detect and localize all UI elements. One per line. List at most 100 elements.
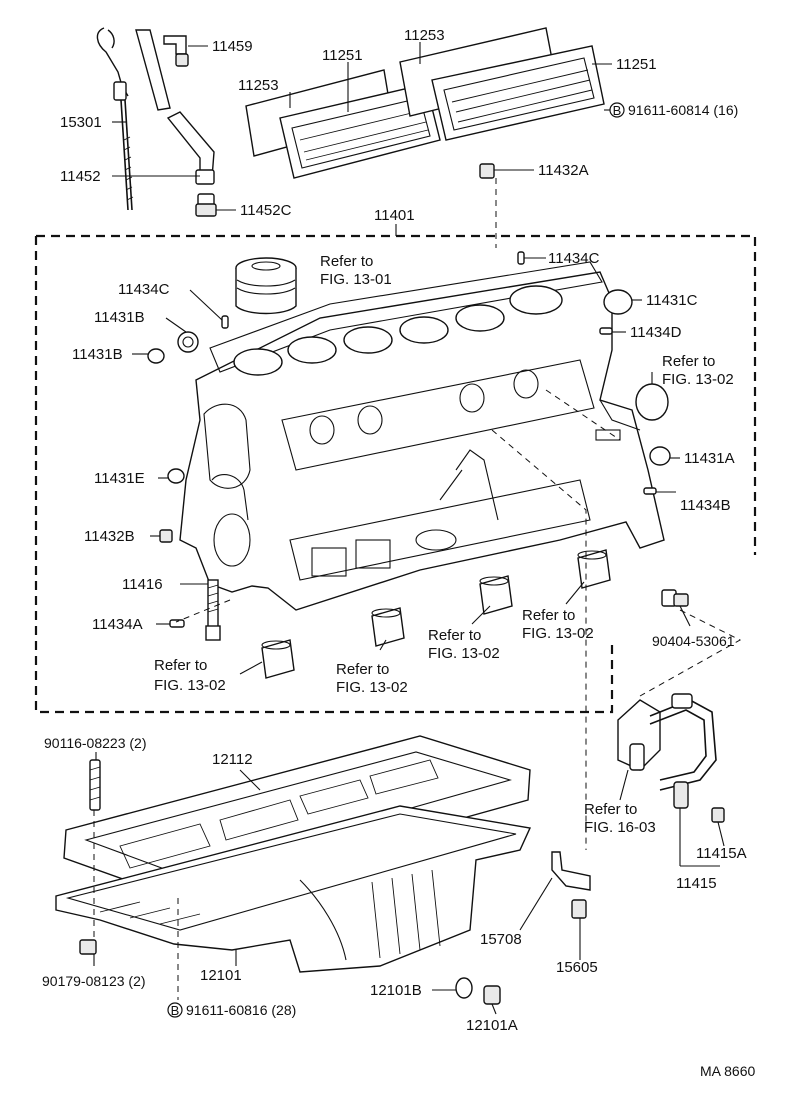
refer-fig-13-02-a: Refer to FIG. 13-02 (154, 657, 226, 694)
label-11432b: 11432B (84, 528, 135, 545)
label-11431b-2: 11431B (72, 346, 123, 363)
bolt-11415a (711, 807, 725, 823)
gasket-12101b (455, 977, 473, 999)
label-11431c: 11431C (646, 292, 698, 309)
circle-b-marker-2: B (167, 1002, 183, 1018)
svg-text:B: B (171, 1003, 180, 1018)
label-11253-top: 11253 (404, 27, 445, 44)
plug-11431a (649, 446, 671, 466)
stud-11416 (205, 579, 221, 641)
svg-text:FIG. 13-01: FIG. 13-01 (320, 271, 392, 288)
oil-pan-gasket-12112 (63, 735, 531, 899)
svg-text:Refer to: Refer to (584, 801, 637, 818)
label-11431e: 11431E (94, 470, 145, 487)
label-11434c-right: 11434C (548, 250, 600, 267)
svg-text:Refer to: Refer to (336, 661, 389, 678)
label-12101: 12101 (200, 967, 242, 984)
circle-b-marker-1: B (609, 102, 625, 118)
leader-dash-7 (175, 599, 231, 623)
bearing-ref-2 (371, 607, 405, 647)
plug-11431b-1 (177, 331, 199, 353)
svg-text:FIG. 13-02: FIG. 13-02 (336, 679, 408, 696)
cover-11251-right (431, 45, 605, 141)
refer-fig-13-02-c: Refer to FIG. 13-02 (428, 627, 500, 662)
block-group-boundary (34, 234, 757, 714)
svg-text:FIG. 13-02: FIG. 13-02 (522, 625, 594, 642)
label-12101b: 12101B (370, 982, 422, 999)
label-11416: 11416 (122, 576, 163, 593)
dipstick-15301 (96, 27, 134, 211)
bearing-ref-1 (261, 639, 295, 679)
label-11452c: 11452C (240, 202, 292, 219)
label-11415: 11415 (676, 875, 717, 892)
label-11434c-left: 11434C (118, 281, 170, 298)
svg-text:FIG. 16-03: FIG. 16-03 (584, 819, 656, 836)
strainer-15708 (551, 851, 591, 891)
label-15605: 15605 (556, 959, 598, 976)
label-12101a: 12101A (466, 1017, 518, 1034)
svg-text:FIG. 13-02: FIG. 13-02 (662, 371, 734, 388)
label-15301: 15301 (60, 114, 102, 131)
clip-11459 (163, 35, 189, 67)
refer-fig-16-03: Refer to FIG. 16-03 (584, 801, 656, 836)
plug-11431b-2 (147, 348, 165, 364)
label-11434a: 11434A (92, 616, 143, 633)
svg-text:Refer to: Refer to (428, 627, 481, 644)
label-11432a: 11432A (538, 162, 589, 179)
leader-dash-4 (491, 429, 587, 850)
label-15708: 15708 (480, 931, 522, 948)
svg-text:Refer to: Refer to (320, 253, 373, 270)
leader-dash-5 (639, 609, 742, 697)
leader-dash-6 (545, 389, 621, 441)
label-91611-60814: 91611-60814 (16) (628, 102, 738, 118)
label-11253-left: 11253 (238, 77, 279, 94)
label-11431a: 11431A (684, 450, 735, 467)
label-11415a: 11415A (696, 845, 747, 862)
refer-fig-13-01: Refer to FIG. 13-01 (320, 253, 392, 288)
label-11251-left: 11251 (322, 47, 363, 64)
label-90404-53061: 90404-53061 (652, 633, 735, 649)
svg-text:Refer to: Refer to (154, 657, 207, 674)
svg-text:Refer to: Refer to (522, 607, 575, 624)
cylinder-block-11401 (179, 261, 665, 611)
nut-90179 (79, 939, 97, 955)
refer-fig-13-02-right: Refer to FIG. 13-02 (662, 353, 734, 388)
piston (235, 257, 297, 315)
bolt-11415 (673, 781, 689, 809)
bearing-ref-3 (479, 575, 513, 615)
svg-text:Refer to: Refer to (662, 353, 715, 370)
label-11452: 11452 (60, 168, 101, 185)
cover-11251-left (279, 83, 441, 179)
dipstick-guide-11452 (135, 29, 215, 185)
label-11401: 11401 (374, 207, 415, 224)
label-11434b: 11434B (680, 497, 731, 514)
pin-11434d (599, 327, 613, 335)
label-12112: 12112 (212, 751, 253, 768)
union-bolt-90404 (661, 589, 689, 607)
leaders (93, 42, 725, 1015)
pin-11434c-right (517, 251, 525, 265)
label-11434d: 11434D (630, 324, 682, 341)
stud-90116 (89, 759, 101, 811)
oil-pan-12101 (55, 805, 532, 973)
plug-ref-13-02 (635, 383, 669, 421)
svg-text:B: B (613, 103, 622, 118)
label-90179-08123: 90179-08123 (2) (42, 973, 146, 989)
oil-pipe-ref-16-03 (617, 693, 717, 791)
pin-11434a (169, 619, 185, 628)
svg-text:FIG. 13-02: FIG. 13-02 (154, 677, 226, 694)
refer-fig-13-02-b: Refer to FIG. 13-02 (336, 661, 408, 696)
union-11452c (195, 193, 217, 217)
label-11431b-1: 11431B (94, 309, 145, 326)
plug-11431c (603, 289, 633, 315)
plug-11431e (167, 468, 185, 484)
bearing-ref-4 (577, 549, 611, 589)
refer-fig-13-02-d: Refer to FIG. 13-02 (522, 607, 594, 642)
plug-15605 (571, 899, 587, 919)
label-91611-60816: 91611-60816 (28) (186, 1002, 296, 1018)
pin-11434b (643, 487, 657, 495)
label-90116-08223: 90116-08223 (2) (44, 735, 146, 751)
pin-11434c-left (221, 315, 229, 329)
plug-11432b (159, 529, 173, 543)
